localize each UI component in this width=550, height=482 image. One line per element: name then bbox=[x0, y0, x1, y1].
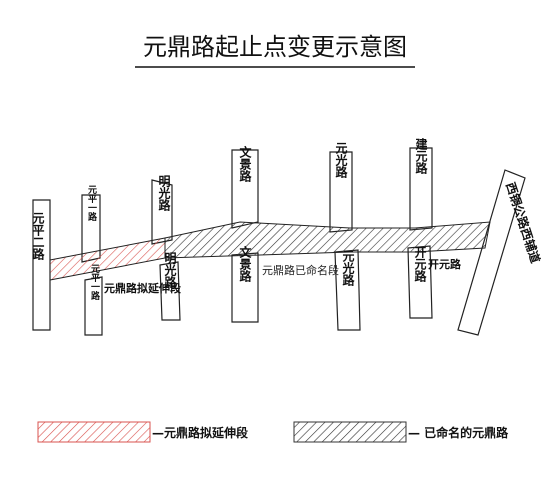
road-yuanping-1-south bbox=[84, 276, 103, 336]
label-kaiyuan: 开元路 bbox=[413, 246, 427, 283]
label-yuanping-1-north: 元平一路 bbox=[86, 185, 97, 222]
label-kaiyuan-east: 开元路 bbox=[428, 257, 462, 271]
label-wenjing-south: 文景路 bbox=[238, 245, 252, 283]
label-jianyuan: 建元路 bbox=[414, 137, 428, 175]
segment-proposed-extension bbox=[49, 237, 166, 281]
label-proposed-extension: 元鼎路拟延伸段 bbox=[104, 281, 181, 295]
label-yuanping-2: 元平二路 bbox=[31, 212, 45, 261]
label-yuanguang-south: 元光路 bbox=[341, 250, 355, 287]
legend-swatch-named bbox=[293, 421, 407, 443]
legend-label-named: — 已命名的元鼎路 bbox=[408, 425, 509, 440]
page-title: 元鼎路起止点变更示意图 bbox=[143, 33, 407, 61]
label-yuanguang-north: 元光路 bbox=[334, 142, 348, 179]
road-xitong bbox=[457, 169, 526, 336]
road-yuanping-2 bbox=[32, 199, 51, 331]
label-named-segment: 元鼎路已命名段 bbox=[262, 263, 339, 277]
legend-label-proposed: —元鼎路拟延伸段 bbox=[152, 425, 249, 440]
road-wenjing-north bbox=[231, 149, 259, 229]
segment-named bbox=[164, 221, 491, 259]
road-mingguang-south bbox=[159, 261, 181, 321]
label-mingguang-south: 明光路 bbox=[163, 252, 177, 289]
label-yuanping-1-south: 元平一路 bbox=[89, 264, 100, 301]
label-wenjing-north: 文景路 bbox=[238, 145, 252, 183]
legend-swatch-proposed bbox=[37, 421, 151, 443]
label-mingguang-north: 明光路 bbox=[157, 175, 171, 212]
